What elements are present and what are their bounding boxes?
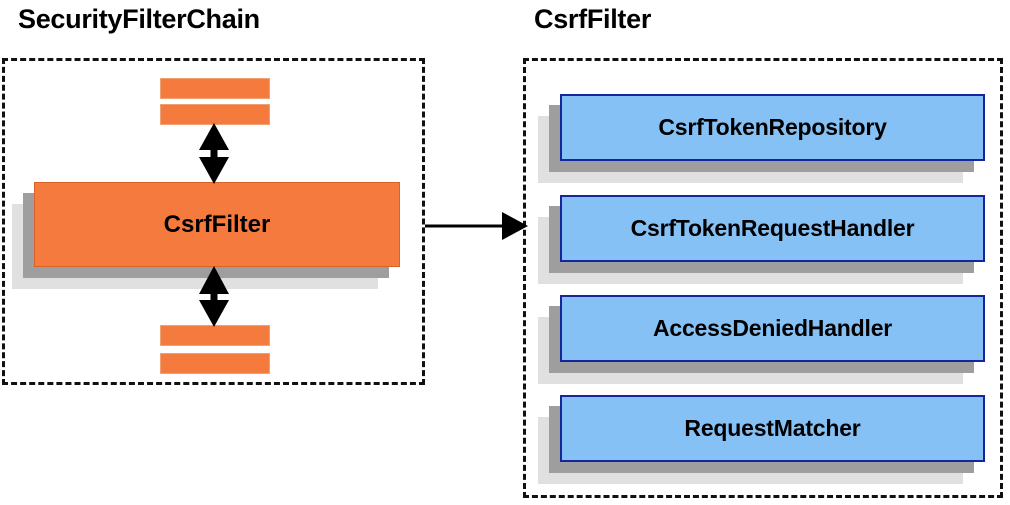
filter-bar-top-1: [160, 78, 270, 99]
node-csrf-token-repository-label: CsrfTokenRepository: [560, 94, 985, 161]
node-access-denied-handler[interactable]: AccessDeniedHandler: [538, 295, 985, 384]
node-request-matcher[interactable]: RequestMatcher: [538, 395, 985, 484]
node-csrf-token-repository[interactable]: CsrfTokenRepository: [538, 94, 985, 183]
node-csrf-filter[interactable]: CsrfFilter: [12, 182, 400, 289]
node-access-denied-handler-label: AccessDeniedHandler: [560, 295, 985, 362]
connector-expand-arrow: [425, 212, 528, 240]
filter-bar-bottom-1: [160, 325, 270, 346]
panel-title-csrf-filter: CsrfFilter: [534, 4, 652, 34]
node-csrf-token-request-handler[interactable]: CsrfTokenRequestHandler: [538, 195, 985, 284]
filter-bar-top-2: [160, 104, 270, 125]
node-request-matcher-label: RequestMatcher: [560, 395, 985, 462]
panel-title-security-filter-chain: SecurityFilterChain: [18, 4, 260, 34]
filter-bar-bottom-2: [160, 353, 270, 374]
node-csrf-filter-label: CsrfFilter: [34, 182, 400, 267]
panel-csrf-filter-detail: [523, 58, 1003, 498]
node-csrf-token-request-handler-label: CsrfTokenRequestHandler: [560, 195, 985, 262]
panel-security-filter-chain: [2, 58, 425, 385]
